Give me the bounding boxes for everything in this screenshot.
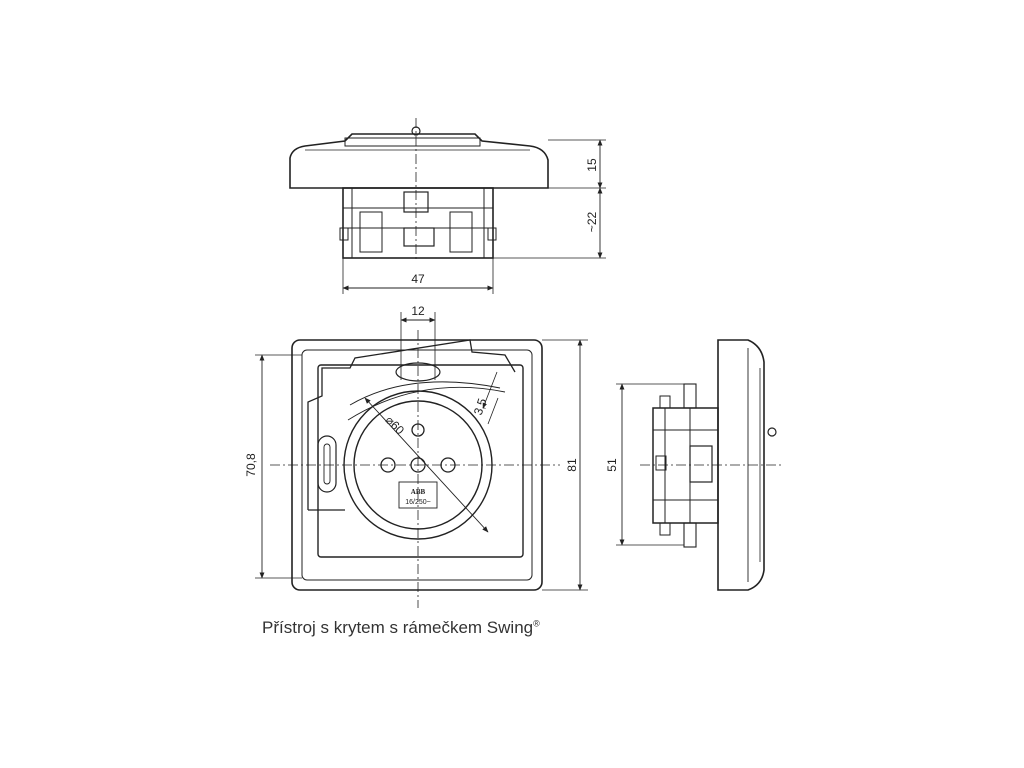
figure-caption: Přístroj s krytem s rámečkem Swing®: [262, 618, 540, 638]
dim-label-3-5: 3,5: [471, 396, 490, 417]
dim-label-diameter: ⌀60: [383, 413, 408, 438]
dim-label-47: 47: [411, 272, 425, 286]
dim-label-70-8: 70,8: [244, 453, 258, 477]
top-view: 15 ~22 47: [289, 118, 606, 294]
dim-label-12: 12: [411, 304, 425, 318]
registered-mark: ®: [533, 618, 540, 629]
dimension-line-diameter: [364, 397, 489, 533]
dim-label-15: 15: [585, 158, 599, 172]
dim-label-22: ~22: [585, 211, 599, 232]
dim-label-81: 81: [565, 458, 579, 472]
dim-label-51: 51: [605, 458, 619, 472]
caption-text: Přístroj s krytem s rámečkem Swing: [262, 618, 534, 637]
side-view: 51: [605, 339, 782, 591]
front-view: ABB 16/250~ ⌀60 12 3,5 70,8 81: [244, 304, 588, 608]
